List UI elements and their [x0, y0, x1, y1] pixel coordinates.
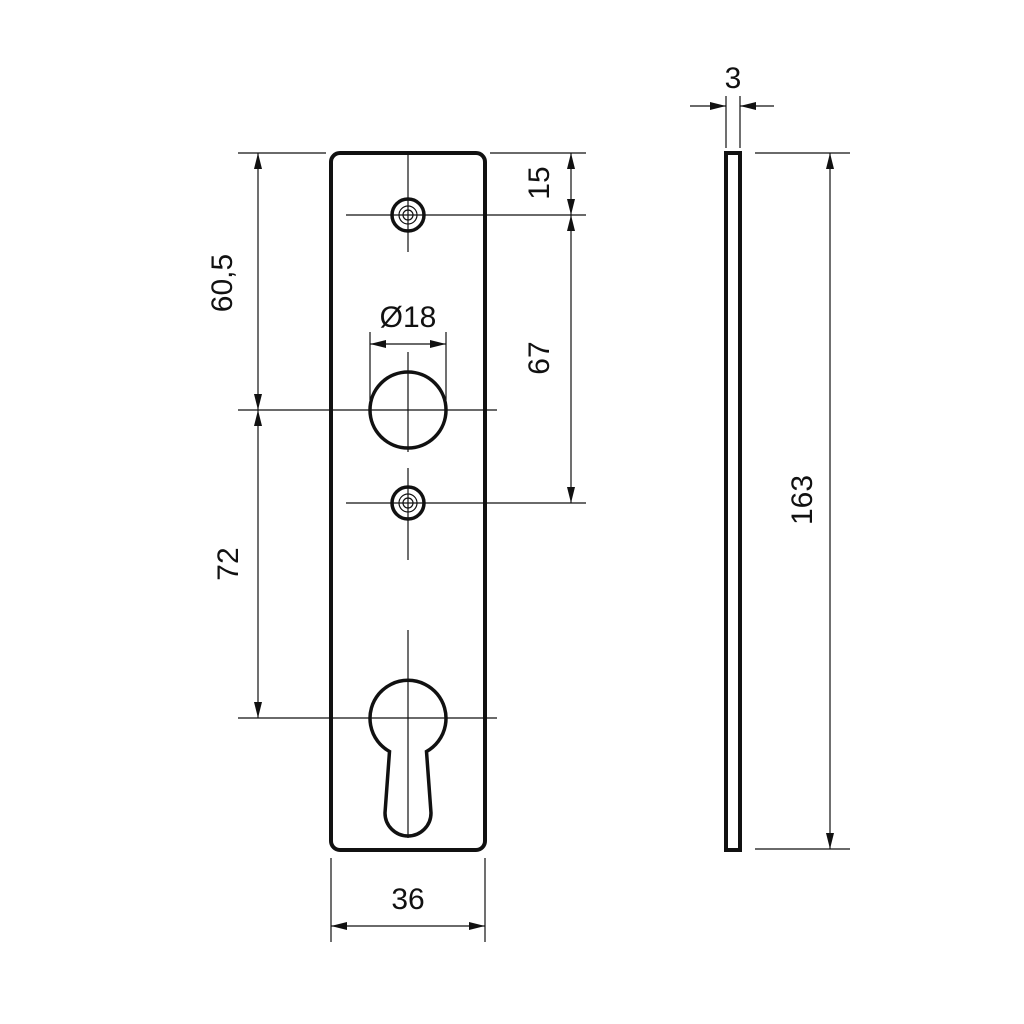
- dimension-diameter-label: Ø18: [380, 301, 437, 334]
- plate-outline: [329, 151, 487, 852]
- cylinder-hole: [316, 678, 497, 838]
- handle-hole: [316, 370, 497, 450]
- dimension-top-to-screw-label: 15: [523, 166, 556, 199]
- dimension-screw-to-screw-label: 67: [523, 341, 556, 374]
- dimension-width-label: 36: [391, 883, 424, 916]
- dimension-width: 36: [330, 858, 486, 942]
- dimension-top-to-handle: 60,5: [206, 152, 326, 410]
- dimension-height: 163: [755, 152, 850, 850]
- dimension-height-label: 163: [786, 475, 819, 525]
- top-screw-hole: [346, 197, 470, 233]
- dimension-thickness-label: 3: [725, 62, 742, 95]
- front-view: [316, 151, 497, 852]
- dimension-handle-to-cylinder-label: 72: [212, 547, 245, 580]
- dimension-top-to-handle-label: 60,5: [206, 254, 239, 312]
- dimension-screw-to-screw: 67: [470, 215, 586, 504]
- bottom-screw-hole: [346, 485, 470, 521]
- dimension-thickness: 3: [690, 62, 774, 148]
- side-profile: [724, 151, 742, 852]
- side-view: [724, 151, 742, 852]
- dimension-handle-to-cylinder: 72: [212, 409, 316, 719]
- dimension-top-to-screw: 15: [470, 152, 586, 216]
- dimension-diameter: Ø18: [369, 301, 447, 400]
